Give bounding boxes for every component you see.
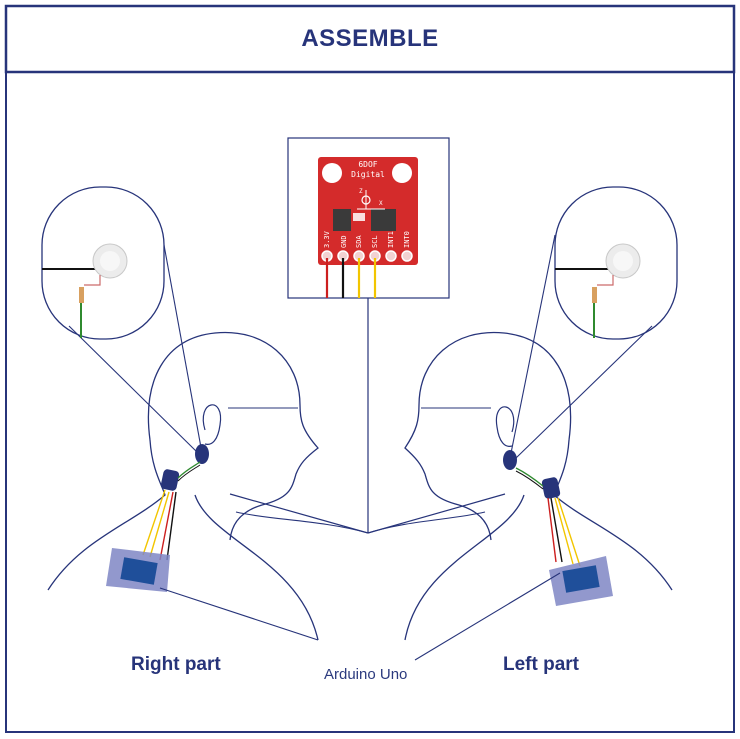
- left-part-label: Left part: [503, 654, 579, 675]
- right-part-label: Right part: [131, 654, 221, 675]
- pin-label-scl: SCL: [371, 235, 379, 248]
- pin-label-int1: INT1: [387, 231, 395, 248]
- neck-sensor-right: [160, 469, 180, 491]
- pin-label-sda: SDA: [355, 235, 363, 248]
- sensor-callout: 6DOF Digital Z X 3.3V GND SDA SCL INT1 I…: [229, 137, 506, 534]
- sensor-board: [318, 157, 418, 265]
- arduino-uno-label: Arduino Uno: [324, 666, 408, 683]
- page-title: ASSEMBLE: [301, 25, 439, 52]
- pin-label-3v3: 3.3V: [323, 230, 331, 248]
- axis-z-label: Z: [359, 188, 363, 195]
- pin-label-gnd: GND: [340, 235, 348, 248]
- resistor-icon-left: [592, 287, 597, 303]
- chip-right: [371, 209, 396, 231]
- ear-sensor-right: [195, 444, 209, 464]
- outer-frame: [5, 5, 735, 733]
- left-part-figure: [367, 186, 678, 661]
- sensor-name-line1: 6DOF: [358, 160, 377, 169]
- axis-x-label: X: [379, 200, 383, 207]
- chip-left: [333, 209, 351, 231]
- neck-sensor-left: [541, 477, 561, 499]
- title-box: [4, 4, 736, 74]
- ear-sensor-left: [503, 450, 517, 470]
- resistor-icon: [79, 287, 84, 303]
- pin-label-int0: INT0: [403, 231, 411, 248]
- sensor-name-line2: Digital: [351, 170, 385, 179]
- right-part-figure: [41, 186, 369, 641]
